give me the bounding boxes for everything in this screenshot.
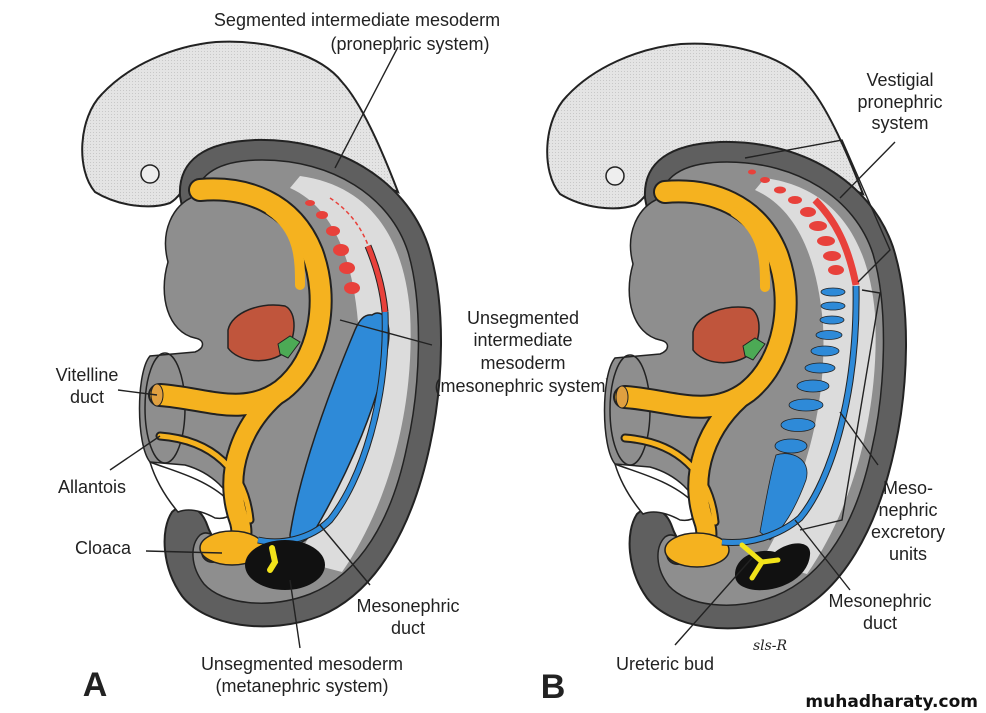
label-allantois: Allantois [58,477,126,497]
label-cloaca: Cloaca [75,538,132,558]
label-excretory-1: Meso- [883,478,933,498]
label-meso-duct-b-2: duct [863,613,897,633]
label-meso-duct-b-1: Mesonephric [828,591,931,611]
label-vestigial-1: Vestigial [866,70,933,90]
label-meso-duct-a-1: Mesonephric [356,596,459,616]
vestigial-pronephric-tubules [748,169,844,275]
mesonephric-excretory-units [759,287,846,541]
label-meso-duct-a-2: duct [391,618,425,638]
label-segmented-2: (pronephric system) [330,34,489,54]
label-segmented-1: Segmented intermediate mesoderm [214,10,500,30]
label-unseg-int-4: (mesonephric system) [434,376,611,396]
label-excretory-2: nephric [878,500,937,520]
panel-a-letter: A [83,666,108,704]
mesonephric-duct-b [721,285,859,546]
label-unseg-int-2: intermediate [473,330,572,350]
label-vitelline-2: duct [70,387,104,407]
label-vestigial-2: pronephric [857,92,942,112]
panel-b-letter: B [541,668,566,706]
label-unseg-int-1: Unsegmented [467,308,579,328]
watermark: muhadharaty.com [805,692,978,712]
label-unseg-int-3: mesoderm [480,353,565,373]
label-excretory-4: units [889,544,927,564]
ureteric-bud [267,545,279,573]
leader-lines-b [674,139,896,646]
label-unseg-meso-2: (metanephric system) [215,676,388,696]
artist-signature: sls-R [753,638,788,654]
label-unseg-meso-1: Unsegmented mesoderm [201,654,403,674]
metanephric-mesoderm [245,540,325,590]
label-excretory-3: excretory [871,522,945,542]
label-vitelline-1: Vitelline [56,365,119,385]
label-ureteric-bud: Ureteric bud [616,654,714,674]
leader-lines-a [109,46,433,649]
ureteric-bud-b [739,542,781,581]
panel-b: Vestigial pronephric system Meso- nephri… [541,44,945,706]
label-vestigial-3: system [871,113,928,133]
panel-a: Segmented intermediate mesoderm (proneph… [56,10,612,704]
pronephric-segments [305,200,360,294]
